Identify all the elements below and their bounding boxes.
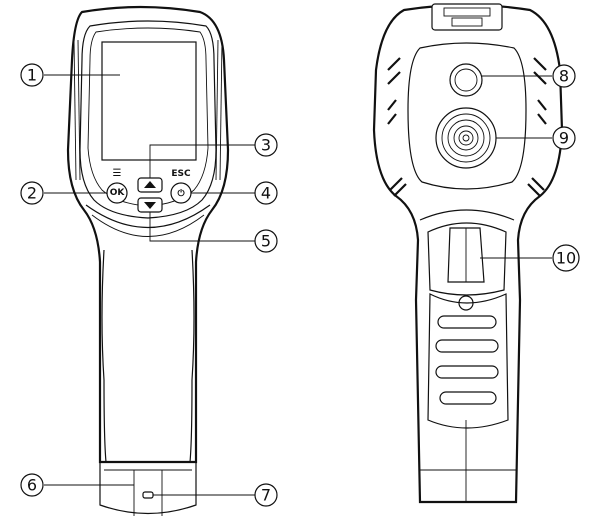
callout-4: 4 <box>254 181 278 205</box>
down-arrow-icon <box>144 202 156 209</box>
svg-text:6: 6 <box>27 476 37 495</box>
menu-icon: ☰ <box>113 168 122 179</box>
front-bottom-cap <box>99 462 197 515</box>
callout-8: 8 <box>552 64 576 88</box>
infrared-lens <box>435 107 497 169</box>
callouts: 1 2 3 4 5 6 7 8 <box>20 63 580 507</box>
svg-text:1: 1 <box>27 66 37 85</box>
callout-1: 1 <box>20 63 44 87</box>
down-button[interactable] <box>137 197 163 213</box>
top-port-panel <box>431 3 503 31</box>
lens-panel <box>407 42 527 190</box>
ok-button-label: OK <box>110 188 126 198</box>
grip-ridges <box>435 315 499 405</box>
display-screen <box>101 41 197 161</box>
svg-text:9: 9 <box>559 129 569 148</box>
callout-10: 10 <box>552 244 580 272</box>
front-head-outline <box>66 5 230 464</box>
callout-7: 7 <box>254 483 278 507</box>
power-icon: ⏻ <box>177 188 185 199</box>
callout-2: 2 <box>20 181 44 205</box>
svg-text:2: 2 <box>27 184 37 203</box>
callout-9: 9 <box>552 126 576 150</box>
back-head-outline <box>372 3 564 504</box>
trigger[interactable] <box>447 227 485 283</box>
svg-text:5: 5 <box>261 232 271 251</box>
svg-text:8: 8 <box>559 67 569 86</box>
svg-text:10: 10 <box>556 249 576 268</box>
front-view: OK ☰ ⏻ ESC <box>66 5 230 516</box>
battery-grip <box>427 293 509 429</box>
callout-5: 5 <box>254 229 278 253</box>
visual-camera-lens <box>449 63 483 97</box>
left-grill <box>387 57 407 197</box>
front-handle <box>101 249 195 463</box>
svg-text:7: 7 <box>261 486 271 505</box>
ok-button[interactable]: OK <box>106 182 128 204</box>
svg-text:4: 4 <box>261 184 271 203</box>
front-bezel <box>79 20 217 219</box>
back-view <box>372 3 564 504</box>
trigger-housing <box>427 222 507 296</box>
esc-label: ESC <box>171 169 191 179</box>
callout-3: 3 <box>254 133 278 157</box>
up-button[interactable] <box>137 177 163 193</box>
callout-6: 6 <box>20 473 44 497</box>
up-arrow-icon <box>144 181 156 188</box>
strap-slot <box>142 491 154 499</box>
right-grill <box>527 57 547 197</box>
power-esc-button[interactable]: ⏻ <box>170 182 192 204</box>
svg-text:3: 3 <box>261 136 271 155</box>
